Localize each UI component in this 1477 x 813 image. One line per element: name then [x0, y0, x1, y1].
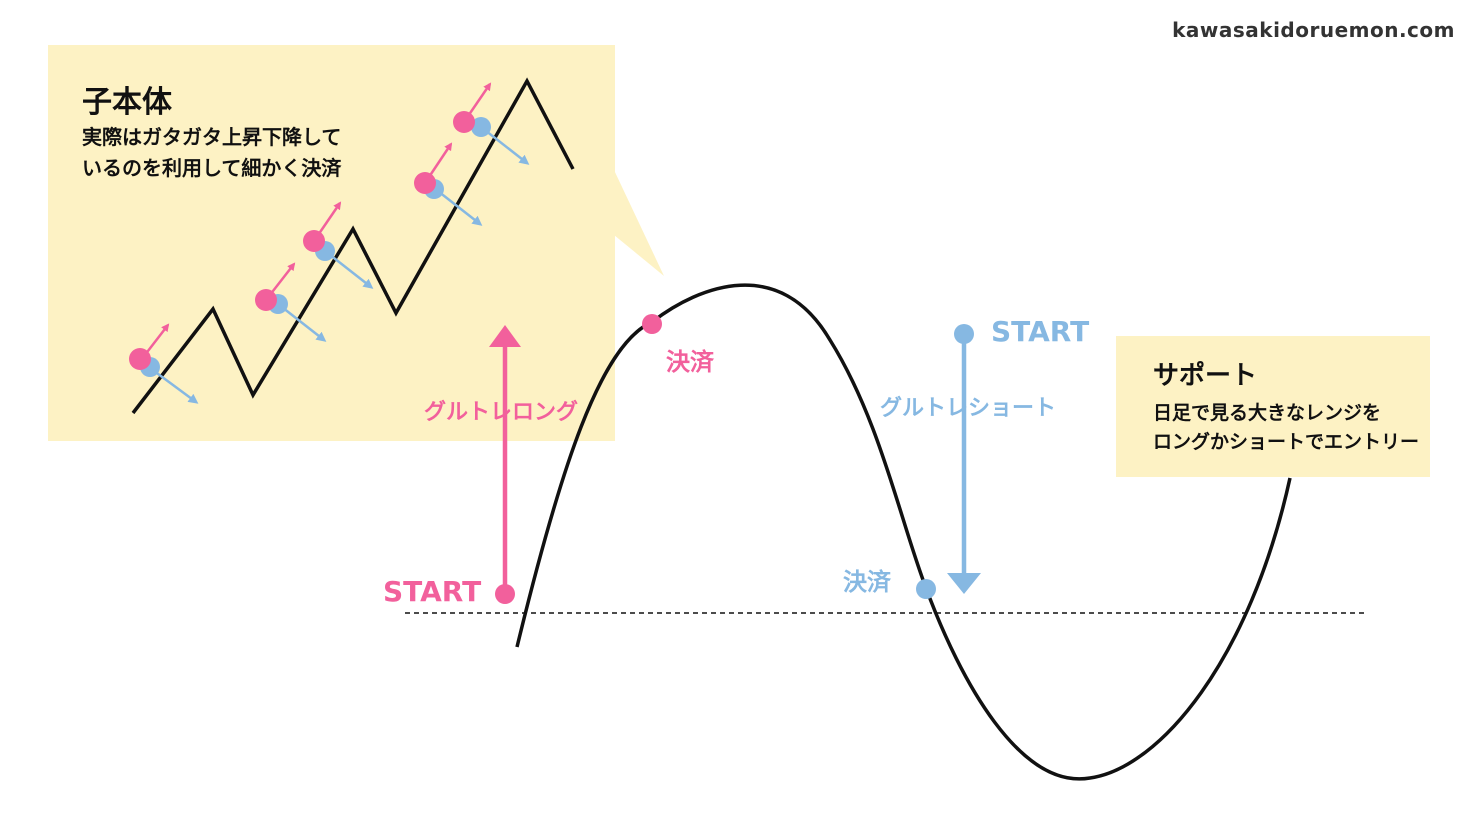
long-settle-label: 決済: [666, 348, 714, 376]
support-info-box: [1116, 336, 1430, 477]
support-title: サポート: [1153, 361, 1258, 391]
short-arrow-head: [947, 573, 981, 594]
child-title: 子本体: [82, 85, 172, 120]
child-desc-line: 実際はガタガタ上昇下降して: [82, 125, 342, 149]
long-settle-dot: [642, 314, 662, 334]
child-zigzag: [131, 77, 575, 415]
short-label: グルトレショート: [880, 396, 1057, 421]
daily-range-wave: [515, 283, 1292, 781]
support-description: 日足で見る大きなレンジを ロングかショートでエントリー: [1153, 399, 1419, 457]
child-desc-line: いるのを利用して細かく決済: [82, 156, 342, 180]
mini-short-arrow: [149, 366, 199, 404]
long-label: グルトレロング: [424, 400, 579, 425]
child-description: 実際はガタガタ上昇下降して いるのを利用して細かく決済: [82, 122, 341, 184]
mini-long-entry: [255, 289, 277, 311]
mini-long-entry: [303, 230, 325, 252]
long-arrow-head: [489, 325, 521, 347]
callout-pointer: [614, 170, 664, 276]
mini-long-entry: [453, 111, 475, 133]
mini-long-entry: [129, 348, 151, 370]
short-settle-dot: [916, 579, 936, 599]
site-credit: kawasakidoruemon.com: [1172, 18, 1455, 42]
mini-short-entry: [471, 117, 491, 137]
mini-long-entry: [414, 172, 436, 194]
support-desc-line: ロングかショートでエントリー: [1153, 431, 1420, 453]
short-start-dot: [954, 324, 974, 344]
long-start-label: START: [383, 575, 482, 608]
child-info-box: [48, 45, 615, 441]
support-desc-line: 日足で見る大きなレンジを: [1153, 402, 1382, 424]
long-start-dot: [495, 584, 515, 604]
short-settle-label: 決済: [843, 568, 891, 596]
short-start-label: START: [991, 315, 1090, 348]
